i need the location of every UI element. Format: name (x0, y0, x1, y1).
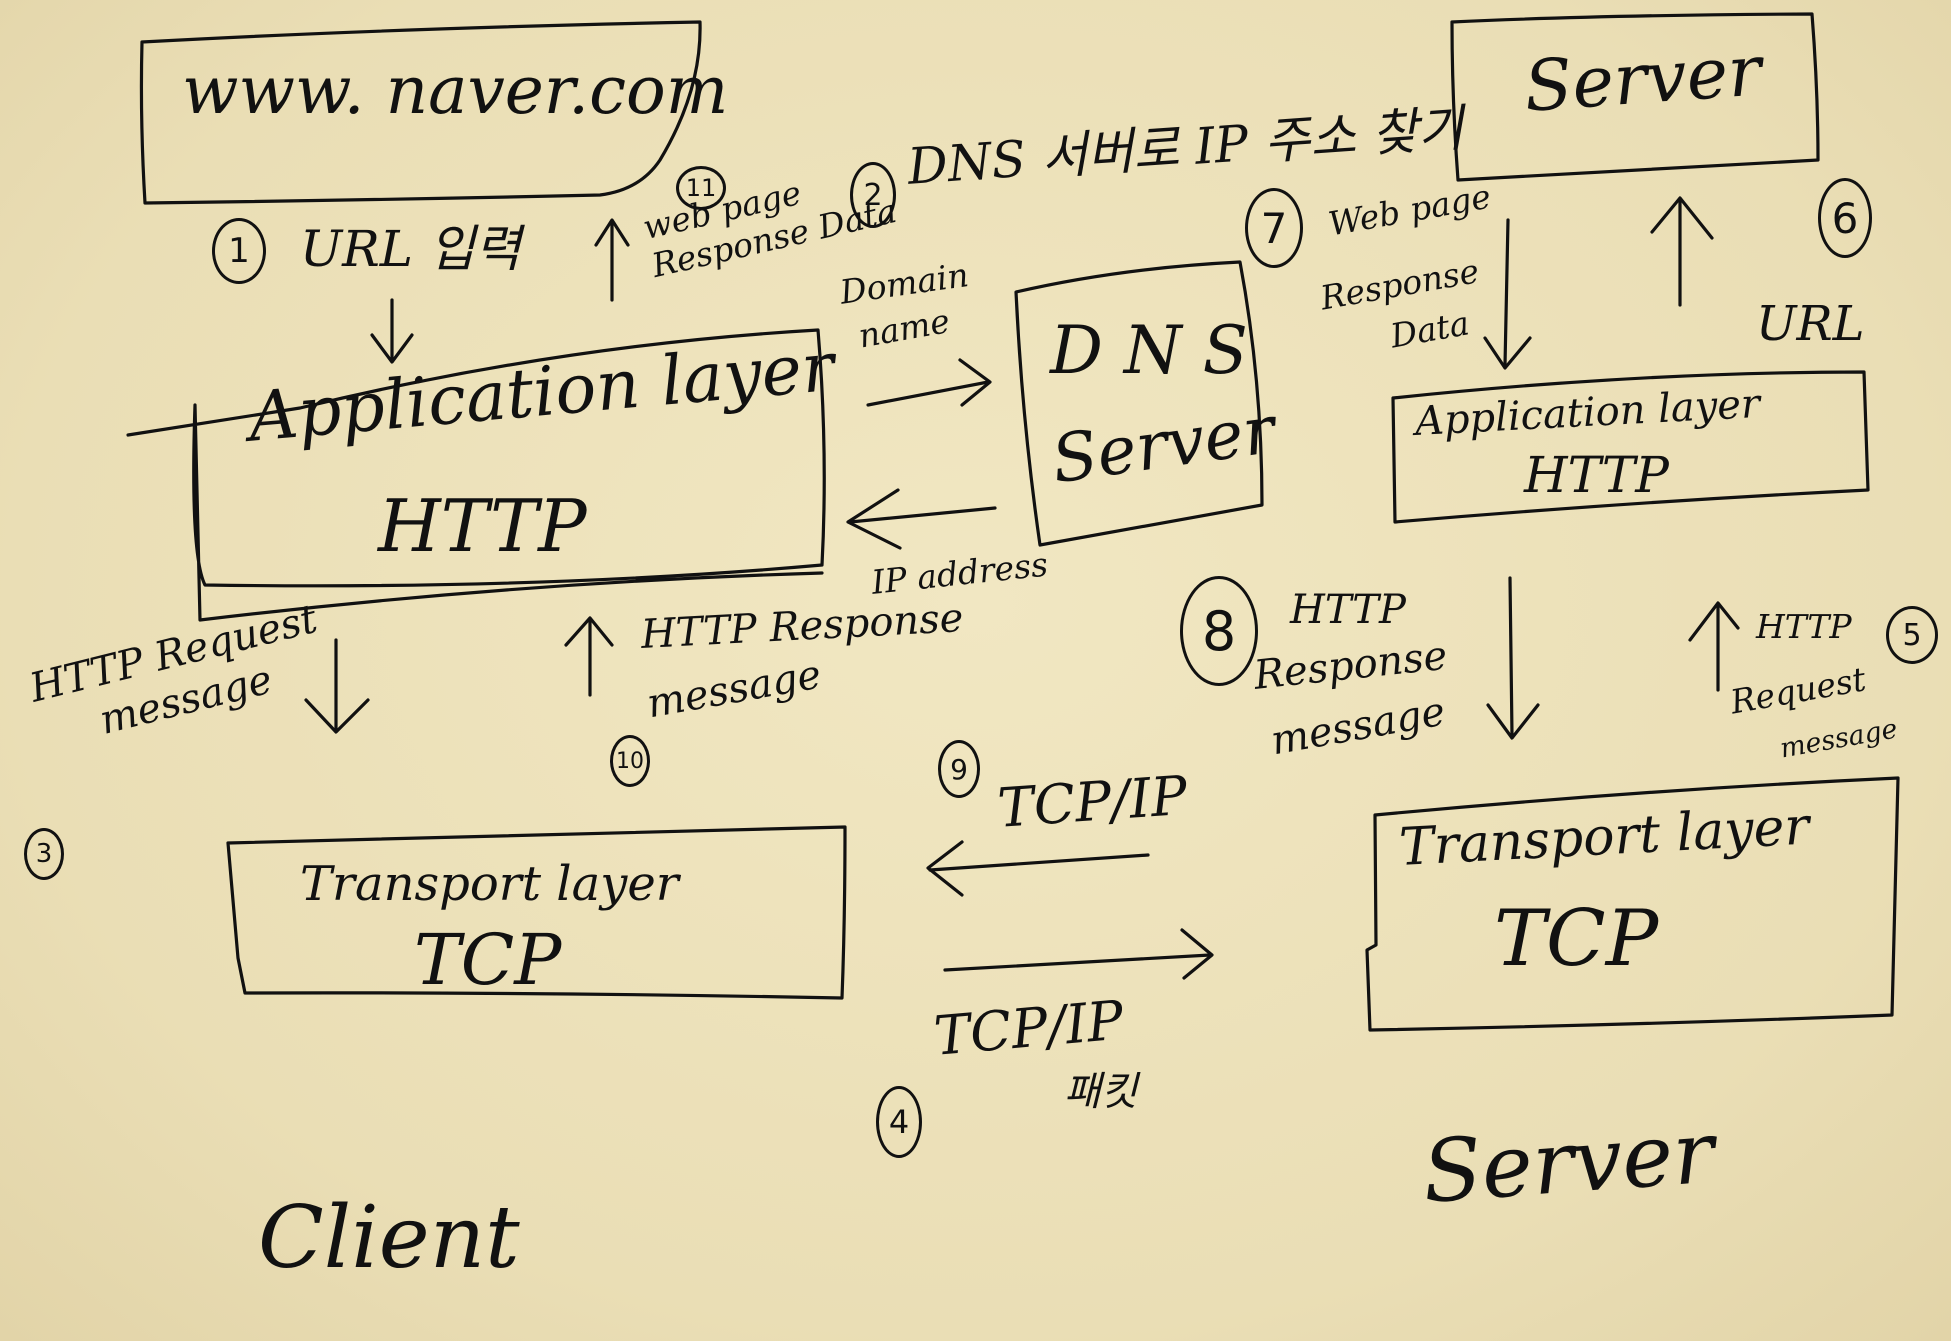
client-transport-layer-protocol: TCP (414, 919, 562, 1001)
server-transport-layer-protocol: TCP (1494, 894, 1659, 984)
dns-box-title: D N S (1050, 312, 1248, 389)
browser-box (139, 20, 702, 205)
arrow-tcpip-right (943, 928, 1214, 980)
arrow-url-down (370, 298, 414, 364)
step-8-label-line1: HTTP (1290, 587, 1406, 633)
arrow-server-app-to-transport (1486, 576, 1540, 740)
arrow-server-response-down (1483, 218, 1532, 370)
step-1-label: URL 입력 (300, 220, 521, 278)
server-side-label: Server (1419, 1102, 1718, 1223)
step-5-label-line1: HTTP (1756, 607, 1852, 646)
step-5-badge: 5 (1886, 606, 1938, 664)
step-2-badge: 2 (850, 162, 896, 228)
server-transport-layer-box (1365, 776, 1900, 1032)
step-6-badge: 6 (1818, 178, 1872, 258)
step-7-badge: 7 (1245, 188, 1303, 268)
server-app-layer-protocol: HTTP (1524, 446, 1669, 504)
server-app-layer-box (1391, 370, 1870, 524)
arrow-request-down (304, 638, 370, 734)
dns-server-box (1014, 260, 1264, 547)
arrow-dns-to-client (846, 488, 997, 550)
step-11-badge: 11 (676, 166, 726, 210)
client-transport-layer-box (226, 825, 847, 1000)
client-app-layer-box (126, 328, 826, 622)
arrow-webpage-up (594, 218, 630, 302)
step-4-label-line2: 패킷 (1064, 1069, 1138, 1115)
step-9-badge: 9 (938, 740, 980, 798)
client-transport-layer-title: Transport layer (300, 856, 679, 912)
step-10-badge: 10 (610, 735, 650, 787)
arrow-domain-to-dns (866, 358, 992, 407)
server-top-box (1450, 12, 1820, 182)
client-side-label: Client (258, 1188, 520, 1288)
server-top-box-label: Server (1521, 29, 1765, 128)
step-3-badge: 3 (24, 828, 64, 880)
arrow-server-transport-to-app (1688, 601, 1740, 692)
step-4-label-line1: TCP/IP (931, 988, 1126, 1068)
step-1-badge: 1 (212, 218, 266, 284)
browser-url-text: www. naver.com (182, 52, 729, 129)
step-8-badge: 8 (1180, 576, 1258, 686)
step-6-label: URL (1756, 296, 1865, 352)
step-9-label: TCP/IP (995, 763, 1190, 840)
arrow-tcpip-left (926, 840, 1150, 897)
step-4-badge: 4 (876, 1086, 922, 1158)
arrow-server-url-up (1650, 196, 1714, 307)
arrow-response-up (564, 616, 614, 697)
client-app-layer-protocol: HTTP (378, 484, 587, 568)
